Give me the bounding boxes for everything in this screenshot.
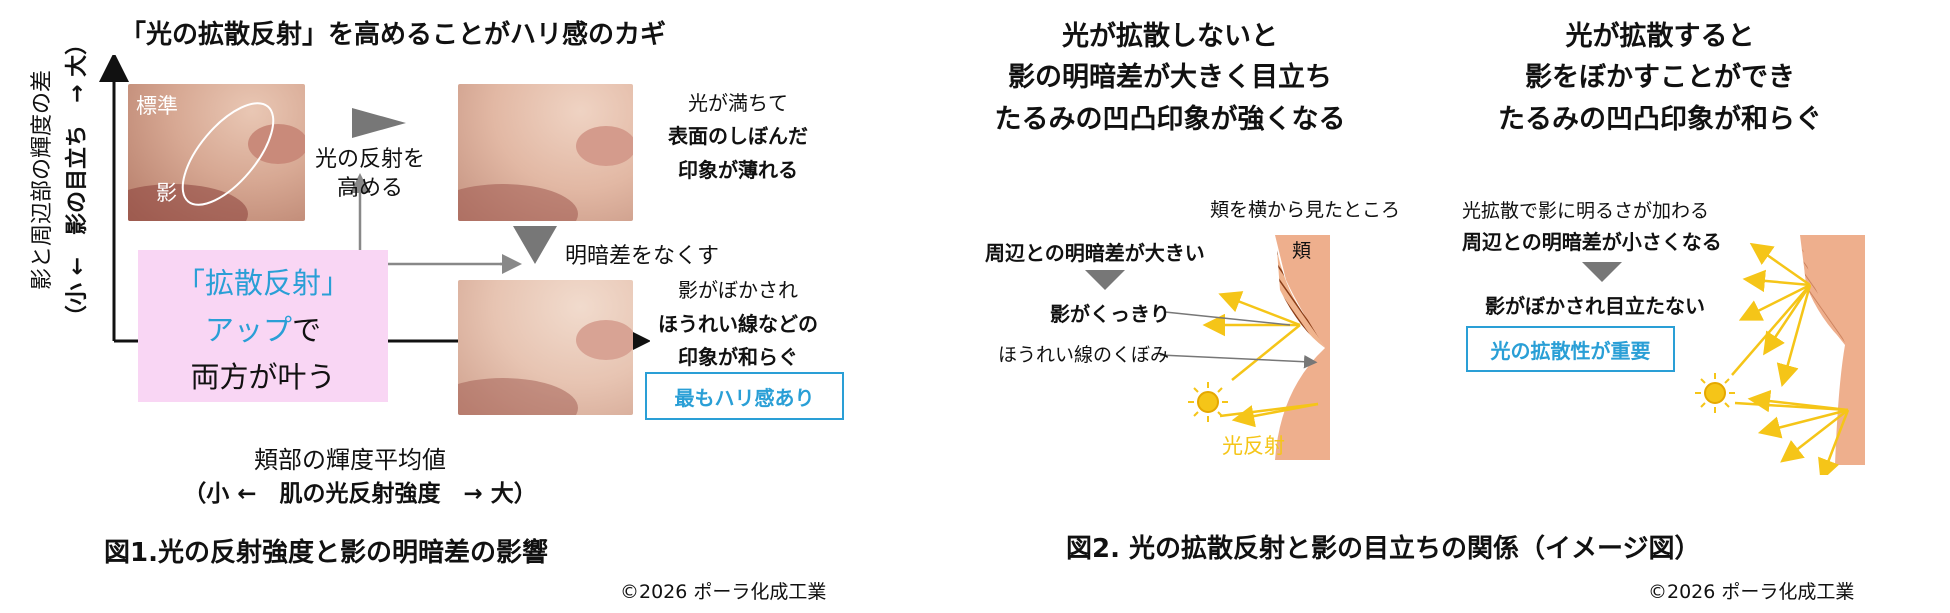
photo-label-standard: 標準 [136,94,178,118]
face-photo-brighter [458,84,633,221]
fig2-right-heading-3: たるみの凹凸印象が和らぐ [1498,104,1822,135]
photo-label-shadow: 影 [156,181,177,205]
pink-highlight-box [138,250,388,402]
right-point-1: 光拡散で影に明るさが加わる [1462,200,1710,222]
reflection-label: 光反射 [1222,434,1285,458]
fig2-left-heading-2: 影の明暗差が大きく目立ち [1008,62,1332,93]
bottom-right-note-1: 影がぼかされ [678,278,798,302]
fig2-copyright: ©2026 ポーラ化成工業 [1648,581,1855,603]
right-point-2: 周辺との明暗差が小さくなる [1462,230,1722,254]
nasolabial-label: ほうれい線のくぼみ [998,344,1170,366]
fig1-heading: 「光の拡散反射」を高めることがハリ感のカギ [120,20,667,50]
best-firmness-badge: 最もハリ感あり [645,372,844,420]
bottom-right-note-3: 印象が和らぐ [678,345,798,369]
top-right-note-1: 光が満ちて [688,91,788,115]
pink-line-1: 「拡散反射」 [175,266,350,300]
pink-line-2-accent: アップ [204,313,292,347]
shadow-ellipse [181,102,275,206]
left-point-1: 周辺との明暗差が大きい [985,241,1205,265]
face-photo-diffused [458,280,633,415]
fig2-left-heading-1: 光が拡散しないと [1062,21,1278,52]
left-arrow-down-icon [1085,270,1125,290]
fig2-right-heading-1: 光が拡散すると [1565,21,1755,52]
bottom-right-note-2: ほうれい線などの [658,312,818,336]
fig1-copyright: ©2026 ポーラ化成工業 [620,581,827,603]
cheek-label: 頬 [1292,240,1312,262]
x-axis-sublabel: （小 ← 肌の光反射強度 → 大） [183,481,537,507]
left-point-2: 影がくっきり [1050,302,1170,326]
top-right-note-2: 表面のしぼんだ [668,124,808,148]
arrow-right-text: 光の反射を 高める [314,147,425,201]
fig2-caption: 図2. 光の拡散反射と影の目立ちの関係（イメージ図） [1066,534,1701,564]
right-cheek-illustration [1695,235,1865,475]
right-point-3: 影がぼかされ目立たない [1485,294,1705,318]
arrow-right-icon [352,108,406,138]
arrow-down-text: 明暗差をなくす [565,244,720,269]
arrow-down-icon [513,226,557,264]
top-right-note-3: 印象が薄れる [678,158,798,182]
fig2-right-heading-2: 影をぼかすことができ [1525,62,1795,93]
x-axis-label: 頬部の輝度平均値 [254,446,446,474]
pink-line-2: アップで [138,307,388,349]
right-arrow-down-icon [1582,262,1622,282]
pink-line-2-rest: で [292,313,322,347]
left-cheek-illustration [1159,235,1330,460]
fig1-caption: 図1.光の反射強度と影の明暗差の影響 [104,538,548,568]
fig2-left-heading-3: たるみの凹凸印象が強くなる [994,104,1346,135]
diffusion-badge: 光の拡散性が重要 [1466,326,1675,372]
side-view-note: 頬を横から見たところ [1210,199,1401,221]
pink-line-3: 両方が叶う [190,360,336,394]
y-axis-label: 影と周辺部の輝度の差 [30,70,55,291]
